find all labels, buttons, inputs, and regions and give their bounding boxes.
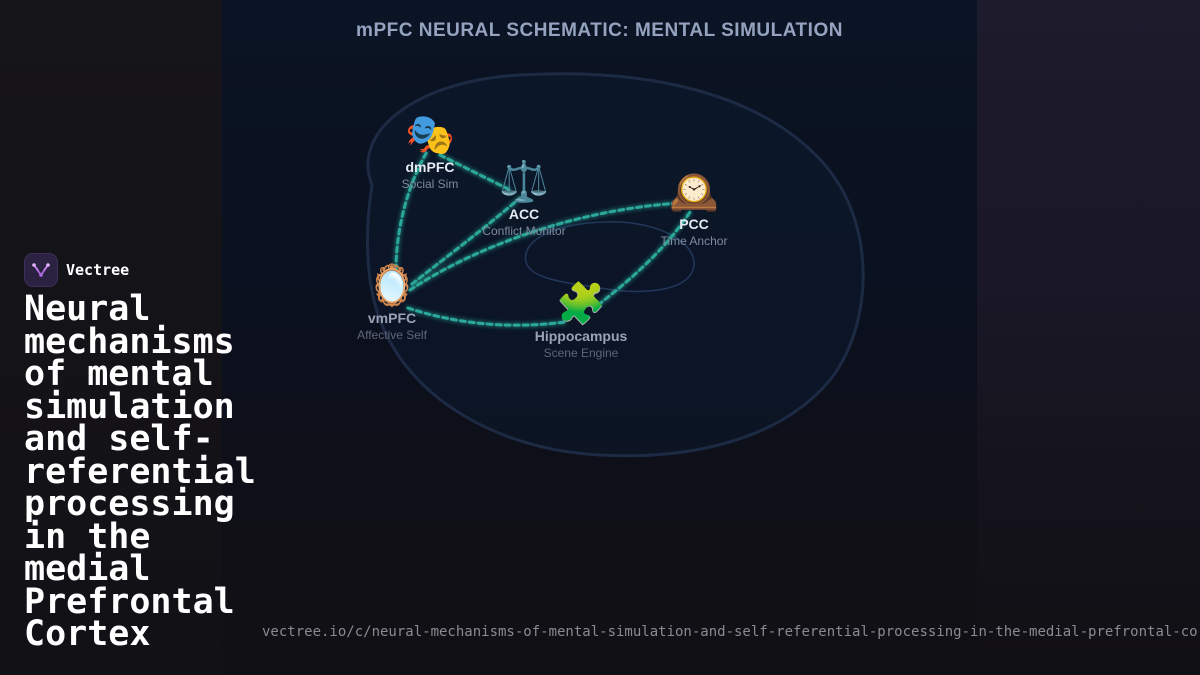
node-hippocampus: 🧩 Hippocampus Scene Engine — [535, 282, 628, 360]
link-dmpfc-acc — [438, 153, 512, 192]
left-panel-background — [0, 0, 222, 675]
vectree-logo-icon — [24, 253, 58, 287]
node-role: Social Sim — [401, 177, 459, 191]
node-role: Conflict Monitor — [482, 224, 566, 238]
node-name: vmPFC — [367, 310, 417, 326]
link-hippocampus-pcc — [596, 210, 692, 307]
node-role: Scene Engine — [543, 346, 619, 360]
node-dmpfc: 🎭 dmPFC Social Sim — [402, 113, 459, 191]
link-vmpfc-dmpfc — [394, 148, 430, 272]
node-role: Time Anchor — [660, 234, 728, 248]
link-vmpfc-pcc — [408, 201, 682, 292]
brand: Vectree — [24, 253, 129, 287]
link-vmpfc-hippocampus — [406, 306, 567, 327]
link-vmpfc-acc — [410, 196, 522, 286]
node-name: Hippocampus — [534, 328, 628, 344]
theater-masks-icon: 🎭 — [405, 112, 455, 158]
node-vmpfc: 🪞 vmPFC Affective Self — [357, 264, 427, 342]
brain-outline — [365, 72, 865, 458]
node-name: dmPFC — [405, 159, 455, 175]
puzzle-piece-icon: 🧩 — [556, 281, 606, 327]
schematic-title: mPFC NEURAL SCHEMATIC: MENTAL SIMULATION — [356, 20, 843, 41]
right-panel-background — [977, 0, 1200, 675]
page-url[interactable]: vectree.io/c/neural-mechanisms-of-mental… — [262, 624, 1200, 640]
mantelpiece-clock-icon: 🕰️ — [669, 169, 719, 215]
node-name: ACC — [508, 206, 540, 222]
limbic-outline — [524, 221, 695, 293]
brand-name: Vectree — [66, 261, 130, 279]
node-pcc: 🕰️ PCC Time Anchor — [661, 170, 728, 248]
node-acc: ⚖️ ACC Conflict Monitor — [482, 160, 565, 238]
node-role: Affective Self — [357, 328, 427, 342]
balance-scale-icon: ⚖️ — [499, 159, 549, 205]
mirror-icon: 🪞 — [367, 263, 417, 309]
page-title: Neural mechanisms of mental simulation a… — [24, 289, 277, 654]
connections — [394, 148, 692, 327]
node-name: PCC — [679, 216, 709, 232]
